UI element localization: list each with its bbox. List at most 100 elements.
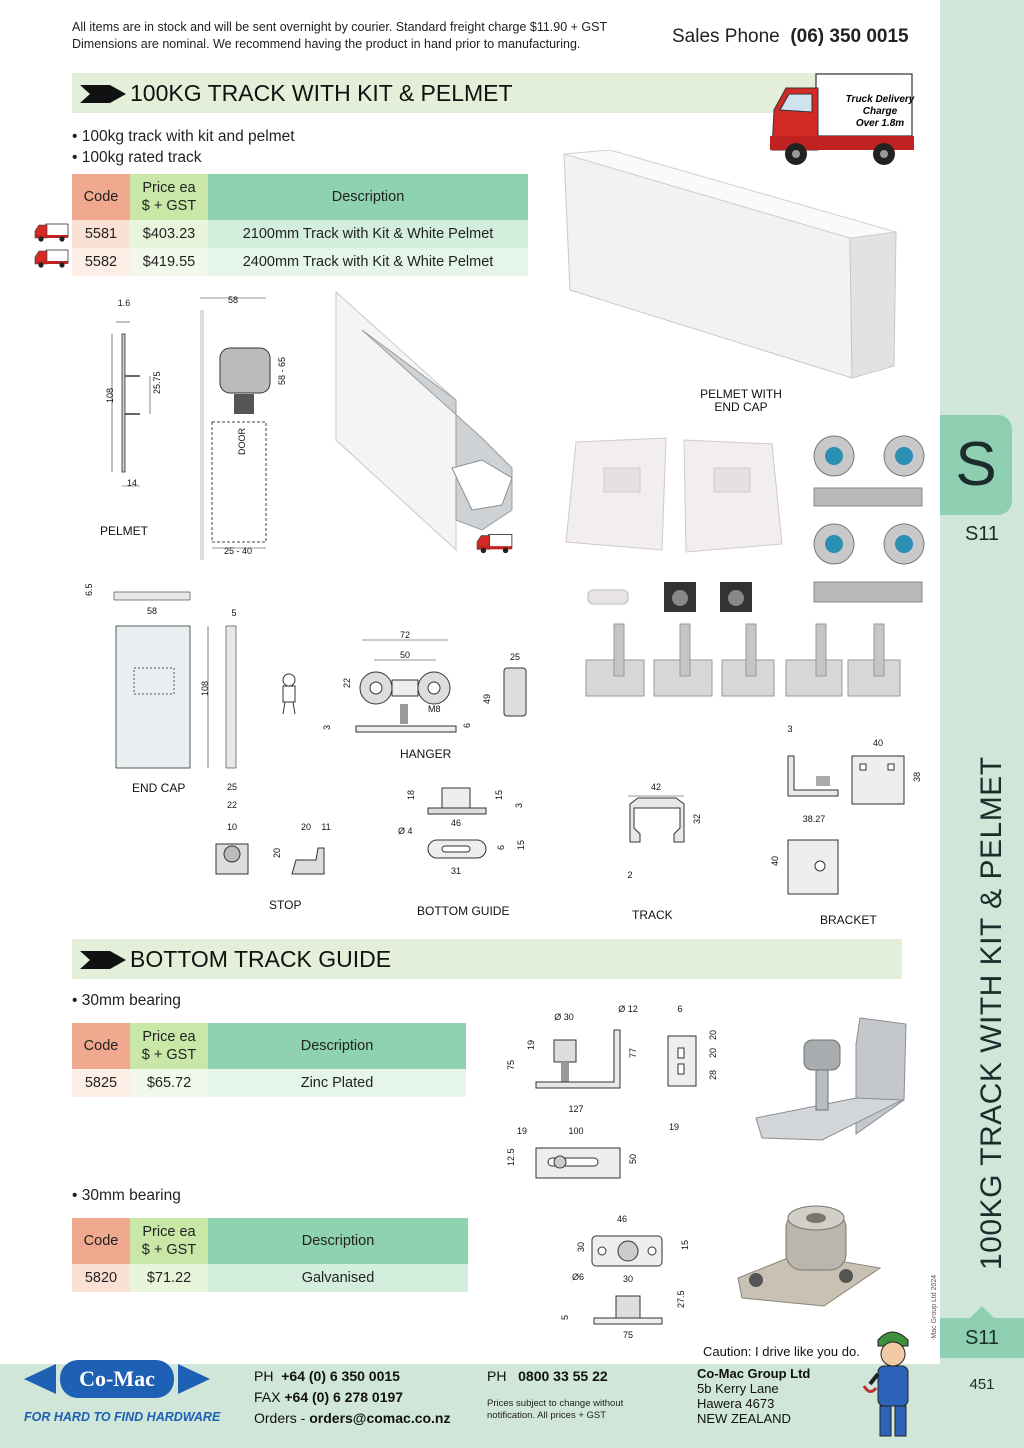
dim-label: 25 - 40 — [224, 546, 252, 556]
dim-label: 32 — [692, 814, 702, 824]
col-header-price: Price ea $ + GST — [130, 1023, 208, 1069]
address-line: Hawera 4673 — [697, 1396, 775, 1411]
col-header-code: Code — [72, 174, 130, 220]
dim-label: 77 — [628, 1048, 638, 1058]
bottom-guide-diagram: 18 15 3 46 Ø 4 6 15 31 — [398, 787, 526, 876]
door-section-diagram: 58 DOOR 58 - 65 25 - 40 — [200, 295, 287, 560]
bottom-guide-zinc-diagram: Ø 30 Ø 12 6 19 75 77 28 20 20 127 19 19 … — [506, 1004, 718, 1179]
dim-label: 2 — [627, 870, 632, 880]
section-arrow-icon — [80, 85, 126, 103]
dim-label: 25 — [510, 652, 520, 662]
dim-label: 108 — [200, 681, 210, 696]
address-line: NEW ZEALAND — [697, 1411, 791, 1426]
table-row[interactable]: 5820 $71.22 Galvanised — [72, 1264, 468, 1292]
dim-label: 75 — [623, 1330, 633, 1340]
section-title: BOTTOM TRACK GUIDE — [130, 946, 392, 972]
dim-label: 46 — [617, 1214, 627, 1224]
dim-label: 75 — [506, 1060, 516, 1070]
orders-email-link[interactable]: orders@comac.co.nz — [309, 1410, 451, 1426]
fax-number: +64 (0) 6 278 0197 — [284, 1389, 404, 1405]
orders-line: Orders - orders@comac.co.nz — [254, 1408, 451, 1429]
truck-icon — [34, 223, 69, 242]
dim-label: 18 — [406, 790, 416, 800]
vertical-page-title: 100KG TRACK WITH KIT & PELMET — [975, 756, 1008, 1270]
track-label: TRACK — [632, 908, 673, 922]
dim-label: 127 — [568, 1104, 583, 1114]
price-cell: $403.23 — [130, 220, 208, 248]
company-address: Co-Mac Group Ltd 5b Kerry Lane Hawera 46… — [697, 1366, 810, 1426]
bottom-guide-label: BOTTOM GUIDE — [417, 904, 510, 918]
pelmet-label: PELMET — [100, 524, 149, 538]
description-cell: 2400mm Track with Kit & White Pelmet — [208, 248, 528, 276]
dim-label: 15 — [516, 840, 526, 850]
disclaimer-line: notification. All prices + GST — [487, 1410, 607, 1421]
dim-label: 40 — [770, 856, 780, 866]
dim-label: 28 — [708, 1070, 718, 1080]
code-cell: 5581 — [72, 220, 130, 248]
truck-badge-line1: Truck Delivery — [846, 94, 915, 105]
dim-label: Ø 12 — [618, 1004, 638, 1014]
dim-label: 15 — [494, 790, 504, 800]
description-cell: Zinc Plated — [208, 1069, 466, 1097]
dim-label: 19 — [526, 1040, 536, 1050]
table-row[interactable]: 5825 $65.72 Zinc Plated — [72, 1069, 466, 1097]
dim-label: 58 — [228, 295, 238, 305]
dim-label: 11 — [321, 822, 330, 832]
comac-logo[interactable]: Co-Mac — [22, 1350, 212, 1408]
label-line-2: END CAP — [714, 400, 768, 414]
bullet-item: • 100kg rated track — [72, 149, 202, 166]
col-header-code: Code — [72, 1218, 130, 1264]
section-letter-tab[interactable]: S — [940, 415, 1012, 515]
price-cell: $71.22 — [130, 1264, 208, 1292]
col-header-price: Price ea $ + GST — [130, 1218, 208, 1264]
dim-label: 38 — [912, 772, 922, 782]
stop-label: STOP — [269, 898, 302, 912]
bottom-guide-galvanised-image — [737, 1205, 882, 1307]
table-row[interactable]: 5582 $419.55 2400mm Track with Kit & Whi… — [72, 248, 528, 276]
dim-label: 10 — [227, 822, 237, 832]
price-disclaimer: Prices subject to change without notific… — [487, 1398, 623, 1422]
bracket-diagram: 3 40 38 38.27 40 — [770, 724, 922, 895]
sales-phone: Sales Phone (06) 350 0015 — [672, 26, 909, 48]
code-cell: 5825 — [72, 1069, 130, 1097]
right-sidebar — [940, 0, 1024, 1448]
price-header-line1: Price ea — [142, 180, 196, 196]
dim-label: 30 — [576, 1242, 586, 1252]
description-cell: 2100mm Track with Kit & White Pelmet — [208, 220, 528, 248]
feature-bullets: • 100kg track with kit and pelmet • 100k… — [72, 126, 295, 168]
sales-number[interactable]: (06) 350 0015 — [790, 26, 909, 47]
truck-badge-line3: Over 1.8m — [856, 118, 904, 129]
dim-label: 108 — [105, 388, 115, 403]
dim-label: 25.75 — [152, 371, 162, 394]
dim-label: 3 — [514, 803, 524, 808]
dim-label: 12.5 — [506, 1148, 516, 1166]
price-header-line2: $ + GST — [141, 198, 197, 214]
dim-label: 50 — [628, 1154, 638, 1164]
track-profile-diagram: 42 32 2 — [627, 782, 702, 880]
dim-label: 38.27 — [803, 814, 826, 824]
dim-label: 31 — [451, 866, 461, 876]
price-header-line1: Price ea — [142, 1029, 196, 1045]
fax-label: FAX — [254, 1389, 281, 1405]
hanger-wheels-image — [813, 435, 925, 603]
logo-tagline: FOR HARD TO FIND HARDWARE — [24, 1410, 221, 1424]
freephone-label: PH — [487, 1368, 507, 1384]
table-row[interactable]: 5581 $403.23 2100mm Track with Kit & Whi… — [72, 220, 528, 248]
phone-number[interactable]: +64 (0) 6 350 0015 — [281, 1368, 400, 1384]
bottom-guide-galvanised-diagram: 46 30 15 Ø6 30 27.5 5 75 — [560, 1214, 690, 1340]
price-header-line1: Price ea — [142, 1224, 196, 1240]
caution-text: Caution: I drive like you do. — [703, 1344, 860, 1359]
dim-label: 22 — [227, 800, 237, 810]
dim-label: 100 — [568, 1126, 583, 1136]
page-code-tab — [940, 1306, 1024, 1358]
freephone-number[interactable]: 0800 33 55 22 — [518, 1368, 608, 1384]
dim-label: 27.5 — [676, 1290, 686, 1308]
dim-label: 6.5 — [84, 584, 94, 596]
dim-label: 6 — [496, 845, 506, 850]
phone-line: PH +64 (0) 6 350 0015 — [254, 1366, 451, 1387]
footer-notch — [240, 1340, 940, 1364]
description-cell: Galvanised — [208, 1264, 468, 1292]
label-line-1: PELMET WITH — [700, 387, 782, 401]
notice-line-2: Dimensions are nominal. We recommend hav… — [72, 37, 581, 51]
hanger-label: HANGER — [400, 747, 452, 761]
